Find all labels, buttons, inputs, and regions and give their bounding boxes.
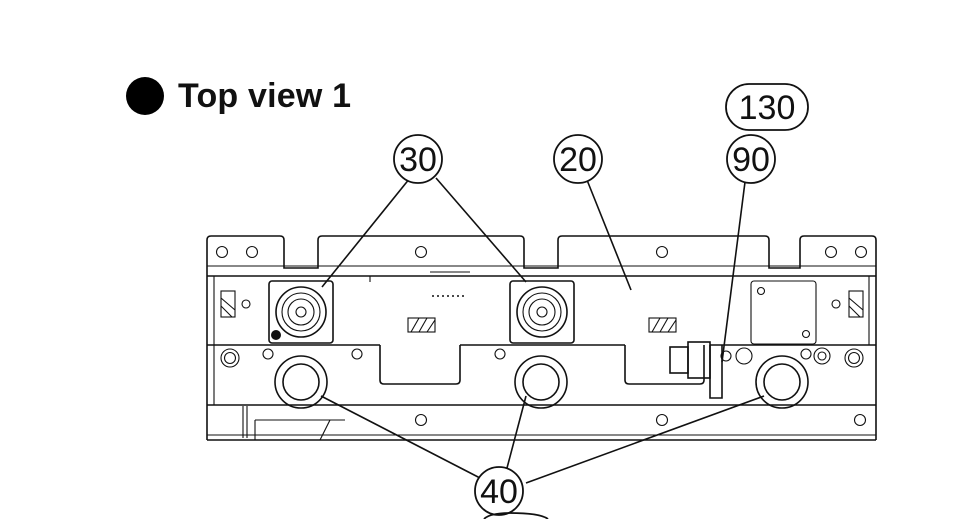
connector-middle xyxy=(509,280,575,344)
callout-90-label: 90 xyxy=(732,141,770,179)
callout-40: 40 xyxy=(474,466,524,516)
callout-90: 90 xyxy=(726,134,776,184)
callout-130: 130 xyxy=(725,83,809,131)
partial-callout-bubble xyxy=(483,512,549,519)
callout-130-label: 130 xyxy=(739,89,796,127)
right-fitting xyxy=(669,341,864,399)
main-body xyxy=(206,276,877,441)
top-flange xyxy=(206,235,877,277)
bullet-dot-icon xyxy=(126,77,164,115)
callout-30: 30 xyxy=(393,134,443,184)
leader-lines xyxy=(320,177,765,484)
view-title: Top view 1 xyxy=(126,74,351,118)
side-blocks xyxy=(220,280,864,345)
view-title-text: Top view 1 xyxy=(178,76,352,115)
callout-20-label: 20 xyxy=(559,141,597,179)
connector-left xyxy=(268,280,334,344)
bottom-bosses xyxy=(274,355,809,409)
callout-30-label: 30 xyxy=(399,141,437,179)
callout-20: 20 xyxy=(553,134,603,184)
callout-40-label: 40 xyxy=(480,473,518,511)
center-panels xyxy=(369,271,677,333)
lower-holes xyxy=(220,348,812,368)
